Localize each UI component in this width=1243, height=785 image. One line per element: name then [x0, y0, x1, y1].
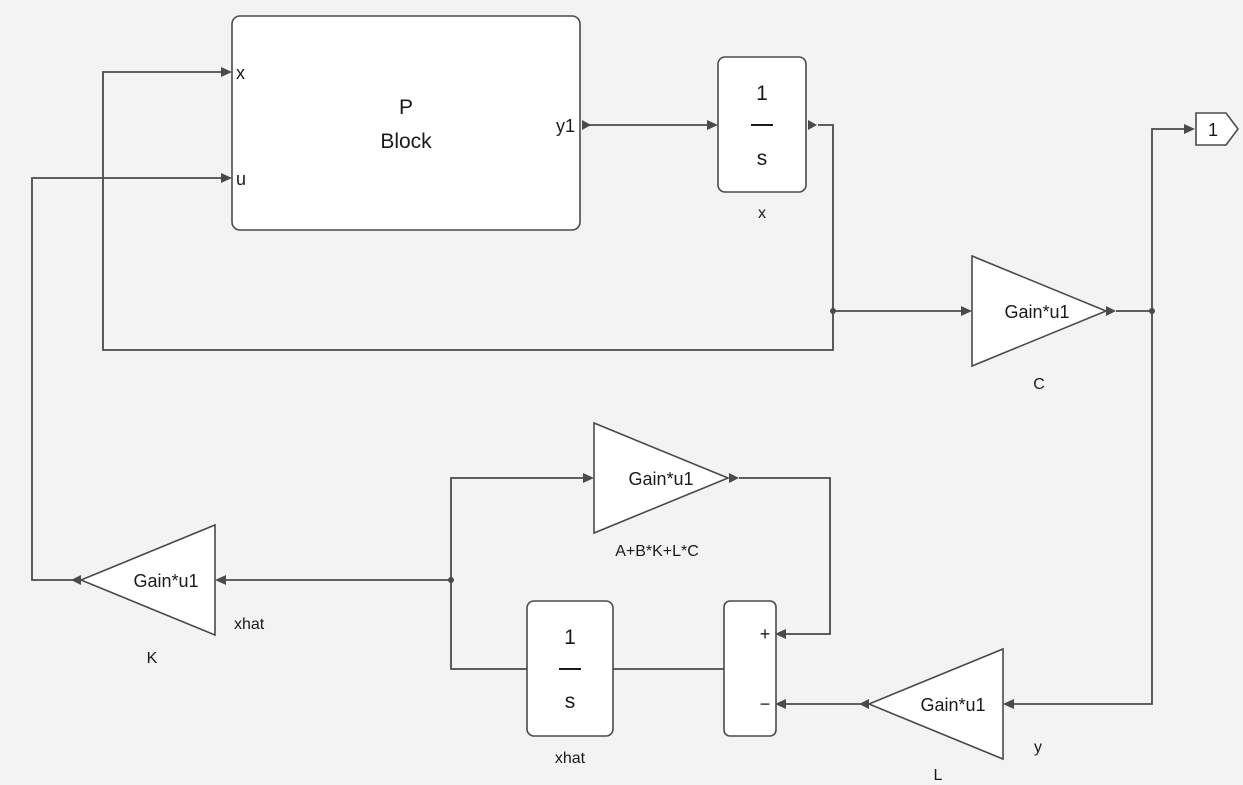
wire-c-to-output	[1116, 128, 1185, 312]
gain-l-text: Gain*u1	[920, 695, 985, 715]
gain-l-output-marker	[859, 699, 869, 709]
signal-xhat-label: xhat	[234, 616, 265, 633]
gain-c-text: Gain*u1	[1004, 302, 1069, 322]
gain-c-name: C	[1033, 376, 1045, 393]
wire-xhat-bus	[450, 477, 584, 670]
plant-block-title-line2: Block	[380, 130, 432, 153]
arrow-x-in	[221, 67, 232, 77]
integrator-xhat-numerator: 1	[564, 626, 576, 649]
integrator-x-output-marker	[808, 120, 817, 130]
junction-xhat	[448, 577, 454, 583]
gain-c-body[interactable]	[971, 254, 1109, 368]
gain-l[interactable]: Gain*u1 L	[859, 647, 1004, 784]
integrator-xhat[interactable]: 1 s xhat	[526, 600, 614, 767]
plant-block[interactable]: P Block x u y1	[231, 15, 591, 231]
plant-port-x-label: x	[236, 63, 245, 83]
gain-k-text: Gain*u1	[133, 571, 198, 591]
signal-y-label: y	[1034, 739, 1042, 756]
arrow-sum-plus-in	[775, 629, 786, 639]
integrator-xhat-denominator: s	[565, 690, 576, 713]
gain-l-body[interactable]	[866, 647, 1004, 761]
gain-a-text: Gain*u1	[628, 469, 693, 489]
gain-k[interactable]: Gain*u1 K	[71, 523, 216, 667]
gain-l-name: L	[934, 767, 943, 784]
arrow-u-in	[221, 173, 232, 183]
integrator-x-name: x	[758, 205, 766, 222]
signal-wires	[31, 71, 1185, 705]
junction-y	[1149, 308, 1155, 314]
arrow-gain-k-in	[215, 575, 226, 585]
junction-dots	[448, 308, 1155, 583]
plant-block-body[interactable]	[231, 15, 581, 231]
junction-x	[830, 308, 836, 314]
integrator-x[interactable]: 1 s x	[717, 56, 817, 222]
arrow-integrator-x-in	[707, 120, 718, 130]
plant-port-u-label: u	[236, 169, 246, 189]
arrowheads	[215, 67, 1195, 709]
output-port-number: 1	[1208, 120, 1218, 140]
gain-a-body[interactable]	[593, 421, 731, 535]
gain-c[interactable]: Gain*u1 C	[971, 254, 1116, 393]
integrator-xhat-name: xhat	[555, 750, 586, 767]
gain-a-name: A+B*K+L*C	[615, 543, 699, 560]
gain-a-output-marker	[729, 473, 739, 483]
sum-plus-sign: +	[760, 624, 771, 644]
wire-k-to-u	[31, 177, 222, 581]
gain-k-output-marker	[71, 575, 81, 585]
gain-k-body[interactable]	[78, 523, 216, 637]
gain-c-output-marker	[1106, 306, 1116, 316]
plant-port-y1-label: y1	[556, 116, 575, 136]
output-port-body[interactable]	[1195, 112, 1239, 146]
plant-output-marker	[582, 120, 591, 130]
sum-block[interactable]: + −	[723, 600, 777, 737]
sum-minus-sign: −	[760, 694, 771, 714]
gain-k-name: K	[147, 650, 158, 667]
arrow-output-in	[1184, 124, 1195, 134]
arrow-gain-a-in	[583, 473, 594, 483]
integrator-x-denominator: s	[757, 147, 768, 170]
plant-block-title-line1: P	[399, 96, 413, 119]
gain-a[interactable]: Gain*u1 A+B*K+L*C	[593, 421, 739, 560]
sum-block-body[interactable]	[723, 600, 777, 737]
integrator-x-numerator: 1	[756, 82, 768, 105]
arrow-gain-c-in	[961, 306, 972, 316]
wire-a-to-sum	[739, 477, 831, 635]
wire-y-to-gain-l	[1013, 311, 1153, 705]
arrow-gain-l-in	[1003, 699, 1014, 709]
wire-x-state	[102, 71, 834, 351]
arrow-sum-minus-in	[775, 699, 786, 709]
output-port-1[interactable]: 1	[1195, 112, 1239, 146]
